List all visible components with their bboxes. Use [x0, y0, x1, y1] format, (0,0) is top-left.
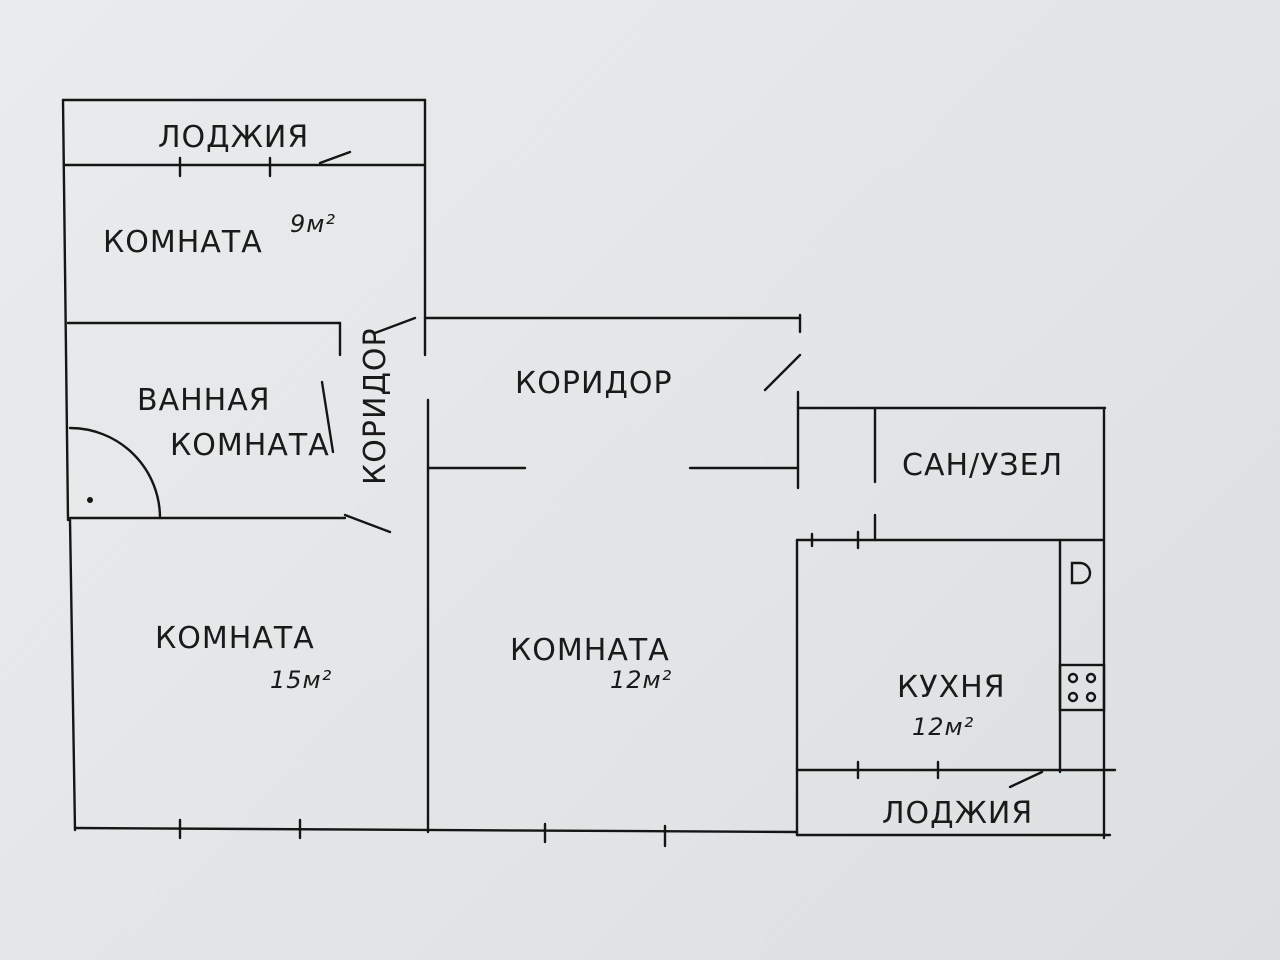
label-room-12-area: 12м²	[610, 666, 672, 694]
label-kitchen-area: 12м²	[912, 713, 974, 741]
label-room-15-area: 15м²	[270, 666, 332, 694]
stove	[1058, 663, 1106, 712]
walls	[61, 98, 1117, 848]
label-room-9-area: 9м²	[290, 210, 336, 238]
label-room-12: КОМНАТА	[510, 633, 670, 668]
door-loggia	[318, 150, 352, 165]
label-toilet: САН/УЗЕЛ	[902, 448, 1063, 483]
label-corridor: КОРИДОР	[515, 366, 673, 401]
label-loggia-top: ЛОДЖИЯ	[158, 120, 309, 155]
sink-icon	[1070, 561, 1092, 585]
label-bath-1: ВАННАЯ	[137, 383, 271, 418]
label-room-9: КОМНАТА	[103, 225, 263, 260]
label-room-15: КОМНАТА	[155, 621, 315, 656]
label-corridor-vertical: КОРИДОР	[358, 327, 393, 485]
label-loggia-bottom: ЛОДЖИЯ	[882, 796, 1033, 831]
shower-arc	[68, 426, 162, 520]
door-room15	[343, 513, 392, 534]
label-bath-2: КОМНАТА	[170, 428, 330, 463]
label-kitchen: КУХНЯ	[897, 670, 1006, 705]
drain-icon	[87, 497, 93, 503]
door-bath	[320, 380, 335, 454]
